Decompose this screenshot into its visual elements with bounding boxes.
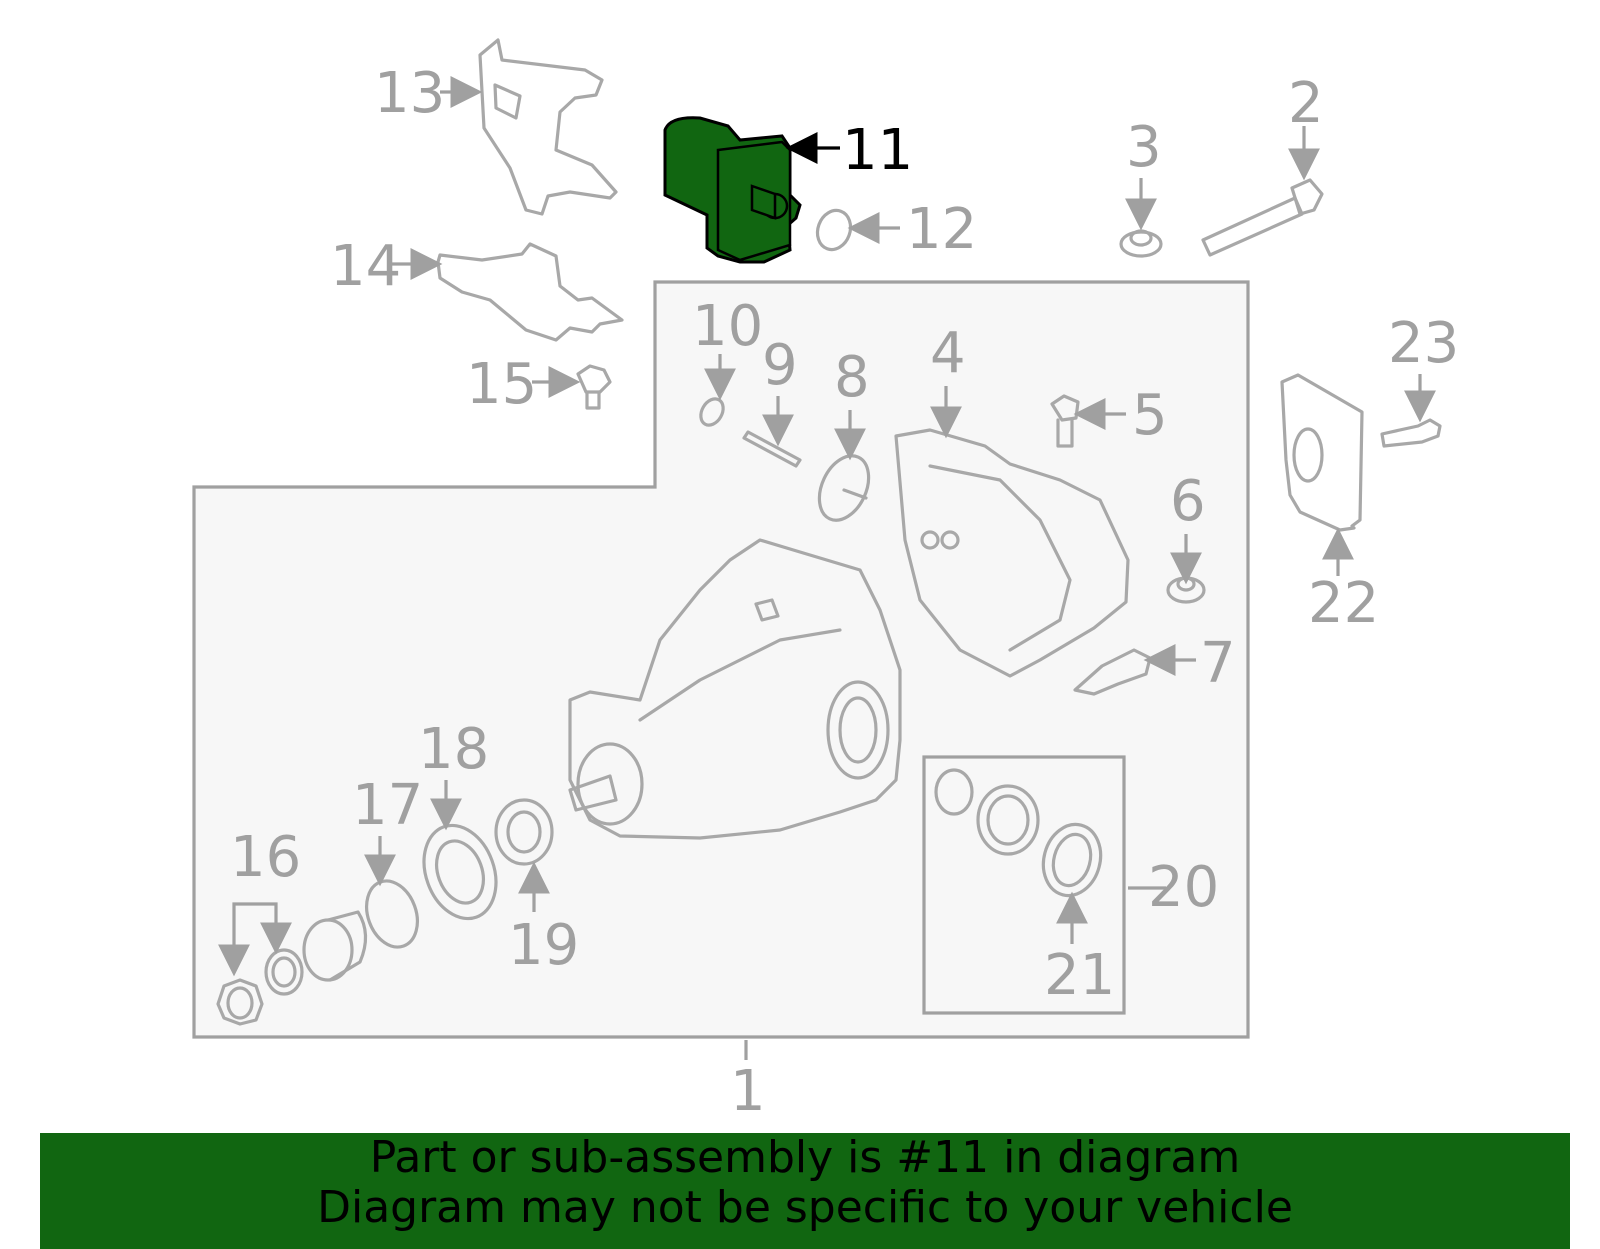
part-15-bolt xyxy=(576,364,612,410)
callout-21: 21 xyxy=(1044,943,1115,1008)
part-22-cover xyxy=(1280,373,1364,532)
part-4-diff-cover xyxy=(894,428,1130,678)
callout-22: 22 xyxy=(1308,571,1379,636)
part-12-o-ring xyxy=(815,208,853,252)
callout-9: 9 xyxy=(762,333,798,398)
part-20-seal-kit xyxy=(934,768,1040,856)
part-16-spacer xyxy=(302,910,368,982)
callout-7: 7 xyxy=(1200,631,1236,696)
leader-lines xyxy=(218,76,1436,1060)
part-9-pin xyxy=(742,430,802,468)
notice-banner: Part or sub-assembly is #11 in diagram D… xyxy=(40,1133,1570,1249)
callout-5: 5 xyxy=(1132,383,1168,448)
callout-1: 1 xyxy=(730,1059,766,1124)
banner-line-1: Part or sub-assembly is #11 in diagram xyxy=(369,1132,1241,1183)
part-2-bolt xyxy=(1201,178,1324,257)
callout-2: 2 xyxy=(1288,71,1324,136)
callout-3: 3 xyxy=(1126,115,1162,180)
callout-15: 15 xyxy=(466,352,537,417)
callout-17: 17 xyxy=(352,773,423,838)
callout-11: 11 xyxy=(842,118,913,183)
callout-16: 16 xyxy=(230,825,301,890)
differential-housing xyxy=(568,538,902,840)
callout-6: 6 xyxy=(1170,469,1206,534)
part-3-nut xyxy=(1119,229,1163,258)
callout-18: 18 xyxy=(418,717,489,782)
callout-4: 4 xyxy=(930,321,966,386)
callout-13: 13 xyxy=(374,61,445,126)
part-11-actuator xyxy=(663,116,802,264)
part-14-heat-shield xyxy=(436,242,624,342)
callout-10: 10 xyxy=(692,294,763,359)
assembly-frame xyxy=(192,280,1250,1039)
seal-kit-box xyxy=(922,755,1126,1015)
banner-line-2: Diagram may not be specific to your vehi… xyxy=(317,1182,1293,1233)
part-13-bracket xyxy=(478,38,618,216)
callout-23: 23 xyxy=(1388,311,1459,376)
part-23-bolt xyxy=(1380,418,1442,448)
callout-19: 19 xyxy=(508,913,579,978)
callout-20: 20 xyxy=(1148,855,1219,920)
callout-14: 14 xyxy=(330,234,401,299)
callout-12: 12 xyxy=(906,197,977,262)
callout-8: 8 xyxy=(834,345,870,410)
